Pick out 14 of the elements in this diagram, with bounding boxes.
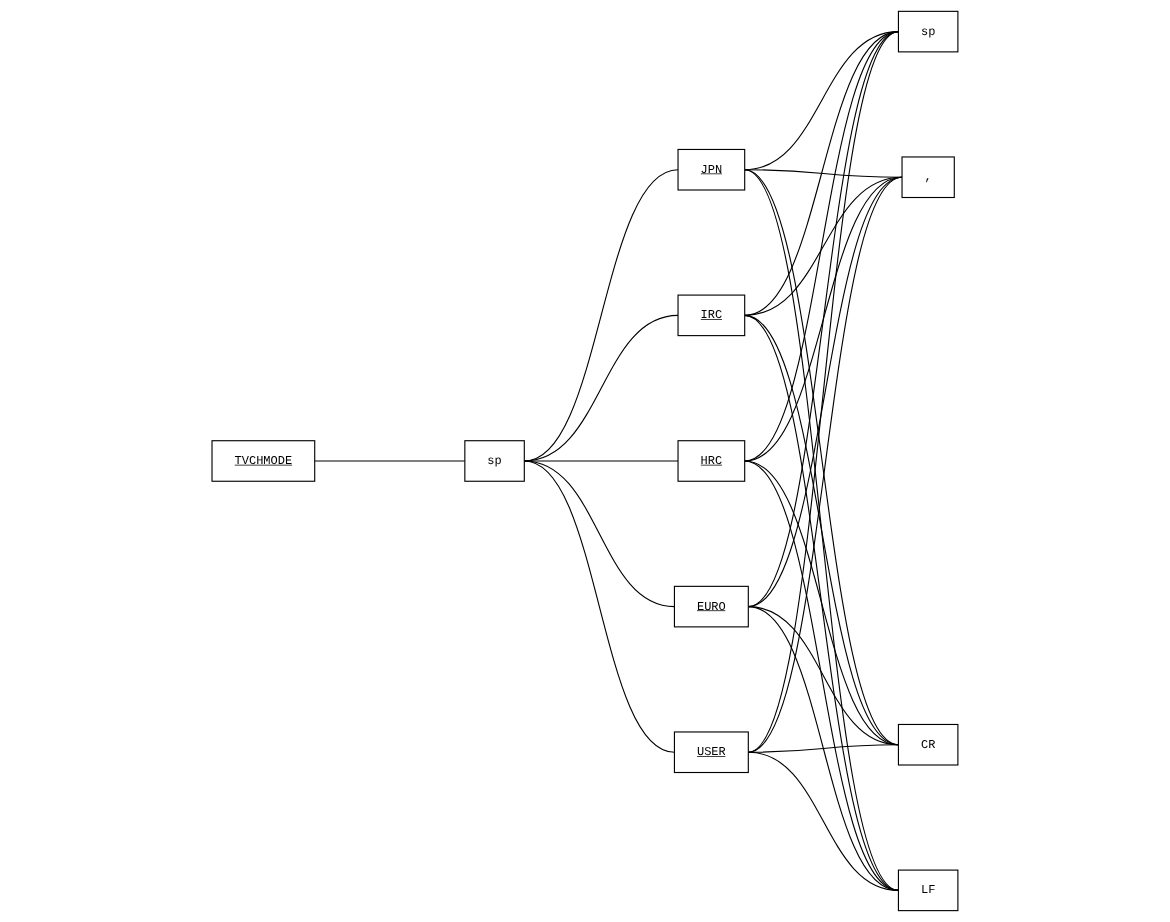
connector <box>523 460 676 753</box>
connector <box>744 31 900 462</box>
connector <box>314 460 466 462</box>
connector <box>744 314 900 746</box>
connector <box>744 314 900 891</box>
connector <box>747 31 900 753</box>
connector <box>744 169 900 891</box>
connector <box>747 606 900 891</box>
connector <box>747 176 903 608</box>
connector <box>523 314 679 462</box>
connector <box>747 751 900 891</box>
connector <box>523 169 679 462</box>
connector <box>523 460 676 608</box>
connector <box>744 460 900 891</box>
